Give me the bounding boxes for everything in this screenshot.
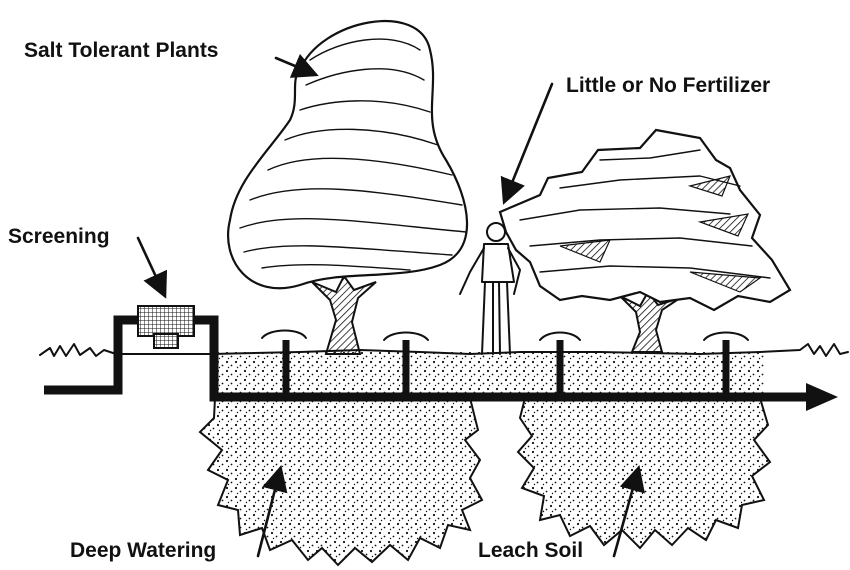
screening-label: Screening: [8, 226, 110, 247]
leach-soil-label: Leach Soil: [478, 540, 583, 561]
screening-filter: [138, 306, 194, 336]
topsoil-band: [212, 352, 764, 397]
deep-soil-zone-right: [518, 398, 770, 548]
salt-tolerant-plants-label: Salt Tolerant Plants: [24, 40, 219, 61]
deep-soil-zone-left: [200, 398, 482, 565]
flow-arrowhead: [806, 383, 838, 411]
left-tree-trunk: [312, 276, 376, 354]
fertilizer-label: Little or No Fertilizer: [566, 75, 770, 96]
screening-arrow: [138, 238, 164, 294]
deep-watering-label: Deep Watering: [70, 540, 216, 561]
